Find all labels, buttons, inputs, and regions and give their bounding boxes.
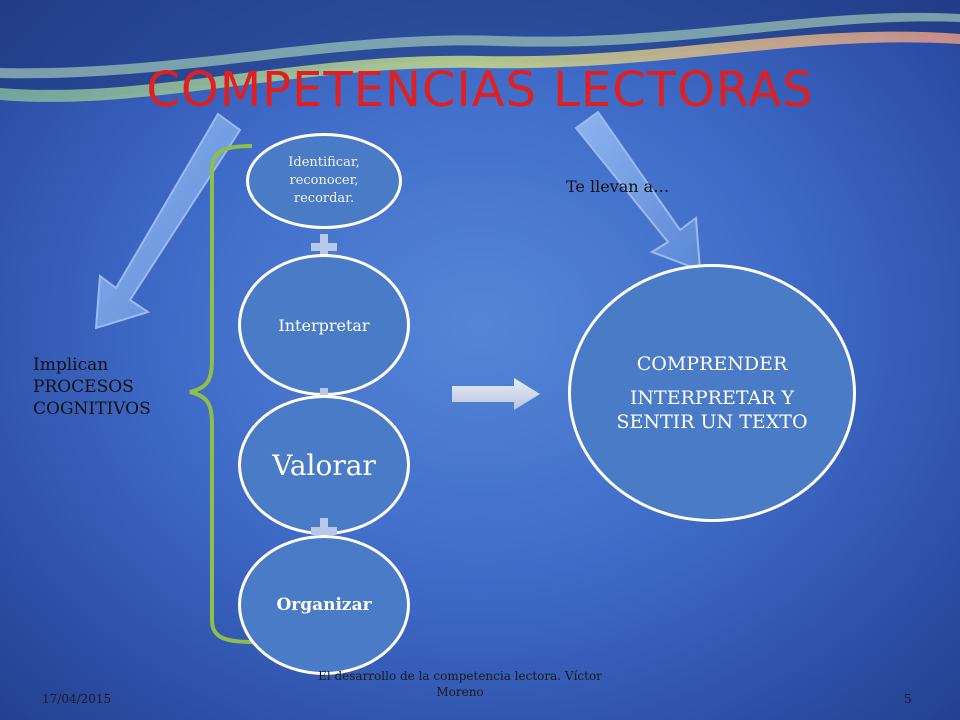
- step-organizar-label: Organizar: [276, 595, 372, 615]
- arrow-down-right: [574, 110, 702, 272]
- arrow-right: [452, 378, 540, 410]
- step-identificar-label: Identificar, reconocer, recordar.: [288, 155, 360, 206]
- step-interpretar: Interpretar: [238, 254, 410, 396]
- step-identificar: Identificar, reconocer, recordar.: [246, 133, 402, 229]
- top-wave: [0, 0, 960, 102]
- step-valorar-label: Valorar: [272, 448, 376, 482]
- result-circle: COMPRENDER INTERPRETAR Y SENTIR UN TEXTO: [568, 264, 856, 522]
- arrow-down-left: [94, 112, 242, 330]
- step-valorar: Valorar: [238, 395, 410, 535]
- result-title: COMPRENDER: [636, 353, 788, 375]
- step-interpretar-label: Interpretar: [278, 315, 370, 335]
- plus-icon: [311, 518, 337, 544]
- slide-title: COMPETENCIAS LECTORAS: [146, 62, 814, 118]
- footer-page-number: 5: [904, 692, 912, 706]
- footer-caption: El desarrollo de la competencia lectora.…: [318, 669, 602, 699]
- left-label: Implican PROCESOS COGNITIVOS: [33, 355, 151, 419]
- right-label: Te llevan a…: [566, 177, 670, 196]
- curly-bracket: [189, 144, 253, 644]
- step-organizar: Organizar: [238, 535, 410, 675]
- plus-icon: [311, 234, 337, 260]
- footer-date: 17/04/2015: [42, 692, 112, 706]
- result-subtitle: INTERPRETAR Y SENTIR UN TEXTO: [616, 387, 808, 433]
